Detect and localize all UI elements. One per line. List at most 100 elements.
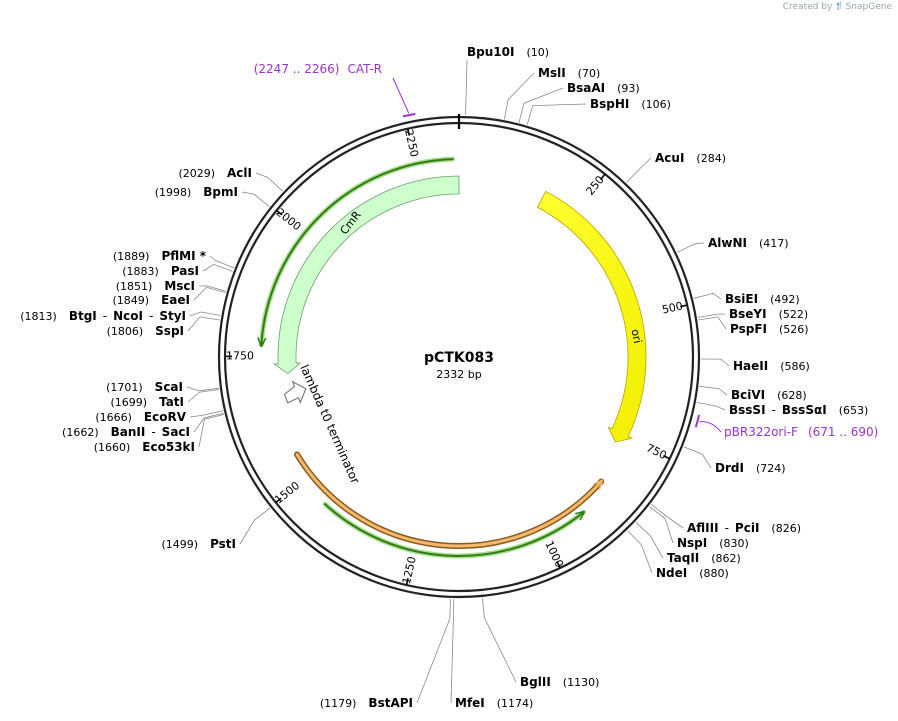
enzyme-name: StyI bbox=[159, 309, 186, 323]
tick-label: 2000 bbox=[274, 206, 304, 234]
site-position: (1174) bbox=[497, 697, 534, 710]
site-position: (1499) bbox=[161, 538, 198, 551]
restriction-site-label[interactable]: HaeII(586) bbox=[733, 359, 810, 373]
site-leader bbox=[202, 263, 233, 272]
restriction-site-label[interactable]: TaqII(862) bbox=[667, 551, 741, 565]
restriction-site-label[interactable]: AlwNI(417) bbox=[708, 236, 789, 250]
enzyme-name: BspHI bbox=[590, 97, 629, 111]
restriction-site-label[interactable]: (1849)EaeI bbox=[113, 293, 190, 307]
restriction-site-label[interactable]: (1666)EcoRV bbox=[95, 410, 186, 424]
restriction-site-label[interactable]: BsaAI(93) bbox=[567, 81, 640, 95]
site-position: (1701) bbox=[106, 381, 143, 394]
primer-label: pBR322ori-F(671 .. 690) bbox=[724, 425, 878, 439]
enzyme-name: MscI bbox=[164, 279, 195, 293]
site-leader bbox=[198, 285, 227, 292]
site-leader bbox=[465, 59, 468, 116]
enzyme-name: MfeI bbox=[455, 696, 485, 710]
restriction-site-label[interactable]: (1179)BstAPI bbox=[320, 696, 413, 710]
enzyme-name: MslI bbox=[538, 66, 566, 80]
enzyme-name: PasI bbox=[171, 264, 199, 278]
arc-arrowhead bbox=[593, 479, 604, 490]
site-leader bbox=[193, 412, 224, 433]
site-leader bbox=[649, 506, 674, 544]
restriction-site-label[interactable]: BciVI(628) bbox=[731, 388, 807, 402]
translated-arc[interactable] bbox=[295, 452, 603, 548]
site-position: (1851) bbox=[116, 280, 153, 293]
enzyme-name: AlwNI bbox=[708, 236, 747, 250]
cmr-feature[interactable] bbox=[272, 175, 460, 375]
snapgene-logo-icon: ❡ bbox=[835, 2, 843, 12]
site-leader bbox=[241, 191, 270, 207]
site-position: (826) bbox=[771, 522, 801, 535]
restriction-site-label[interactable]: NdeI(880) bbox=[656, 566, 729, 580]
enzyme-name: BglII bbox=[520, 675, 551, 689]
restriction-site-label[interactable]: BsiEI(492) bbox=[725, 292, 800, 306]
site-leader bbox=[239, 507, 271, 545]
restriction-site-label[interactable]: (1701)ScaI bbox=[106, 380, 183, 394]
enzyme-name: PstI bbox=[210, 537, 236, 551]
site-position: (1660) bbox=[94, 441, 131, 454]
translated-arc[interactable] bbox=[260, 158, 454, 346]
site-leader bbox=[650, 504, 684, 529]
restriction-site-label[interactable]: NspI(830) bbox=[677, 536, 749, 550]
tick-label: 2250 bbox=[402, 128, 421, 158]
restriction-site-label[interactable]: Bpu10I(10) bbox=[467, 45, 549, 59]
restriction-site-label[interactable]: DrdI(724) bbox=[715, 461, 786, 475]
site-position: (70) bbox=[578, 67, 601, 80]
arc-arrowhead bbox=[257, 337, 267, 348]
enzyme-name: Eco53kI bbox=[142, 440, 195, 454]
site-position: (284) bbox=[696, 152, 726, 165]
site-position: (586) bbox=[780, 360, 810, 373]
site-leader bbox=[677, 242, 705, 253]
primer-bar[interactable] bbox=[402, 112, 416, 118]
restriction-site-label[interactable]: PspFI(526) bbox=[730, 322, 809, 336]
site-leader bbox=[683, 446, 712, 469]
site-leader bbox=[193, 286, 226, 301]
restriction-site-label[interactable]: BseYI(522) bbox=[729, 307, 808, 321]
primer-bar[interactable] bbox=[694, 414, 701, 428]
restriction-site-label[interactable]: BssSI-BssSαI(653) bbox=[729, 403, 868, 417]
restriction-site-label[interactable]: (1699)TatI bbox=[110, 395, 184, 409]
enzyme-name: BpmI bbox=[203, 185, 238, 199]
site-leader bbox=[698, 316, 727, 330]
restriction-site-label[interactable]: (1813)BtgI-NcoI-StyI bbox=[20, 309, 186, 323]
enzyme-name: EaeI bbox=[161, 293, 190, 307]
restriction-site-label[interactable]: (1806)SspI bbox=[107, 324, 184, 338]
restriction-site-label[interactable]: MfeI (1174) bbox=[455, 696, 533, 710]
site-leader bbox=[482, 597, 517, 683]
restriction-site-label[interactable]: (1499) PstI bbox=[161, 537, 236, 551]
restriction-site-label[interactable]: (1662)BanII-SacI bbox=[62, 425, 190, 439]
ori-feature[interactable] bbox=[536, 190, 647, 443]
site-position: (1179) bbox=[320, 697, 357, 710]
enzyme-name: NdeI bbox=[656, 566, 687, 580]
restriction-site-label[interactable]: MslI (70) bbox=[538, 66, 600, 80]
enzyme-name: DrdI bbox=[715, 461, 744, 475]
restriction-site-label[interactable]: AflIII-PciI(826) bbox=[687, 521, 801, 535]
site-leader bbox=[635, 522, 664, 559]
translated-arc[interactable] bbox=[324, 503, 585, 557]
primer-range: (2247 .. 2266) bbox=[254, 62, 340, 76]
enzyme-name: SspI bbox=[155, 324, 184, 338]
enzyme-name: PspFI bbox=[730, 322, 767, 336]
restriction-site-label[interactable]: (1883) PasI bbox=[122, 264, 199, 278]
restriction-site-label[interactable]: (1998)BpmI bbox=[155, 185, 238, 199]
enzyme-name: TaqII bbox=[667, 551, 699, 565]
primer-leader bbox=[699, 421, 722, 433]
site-leader bbox=[504, 72, 535, 120]
enzyme-name: NspI bbox=[677, 536, 707, 550]
site-leader bbox=[186, 386, 220, 392]
restriction-site-label[interactable]: AcuI(284) bbox=[655, 151, 726, 165]
restriction-site-label[interactable]: (1889)PflMI * bbox=[113, 249, 207, 263]
restriction-site-label[interactable]: (1660) Eco53kI bbox=[94, 440, 195, 454]
restriction-site-label[interactable]: BspHI(106) bbox=[590, 97, 671, 111]
site-separator: - bbox=[725, 521, 729, 535]
restriction-site-label[interactable]: BglII(1130) bbox=[520, 675, 599, 689]
site-position: (1699) bbox=[110, 396, 147, 409]
site-position: (492) bbox=[770, 293, 800, 306]
site-position: (1883) bbox=[122, 265, 159, 278]
restriction-site-label[interactable]: (1851) MscI bbox=[116, 279, 195, 293]
restriction-site-label[interactable]: (2029)AclI bbox=[178, 166, 252, 180]
plasmid-length: 2332 bp bbox=[436, 368, 481, 381]
